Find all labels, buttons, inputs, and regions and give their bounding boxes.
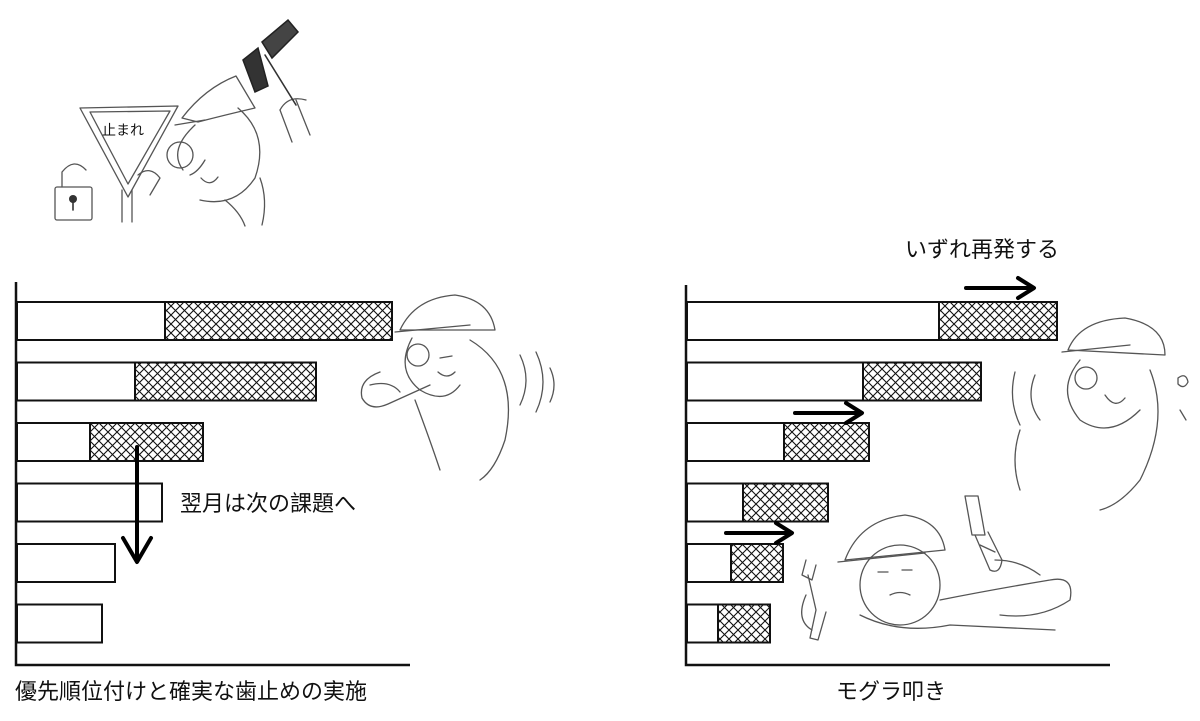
left-bar-1-hatched (164, 301, 393, 341)
right-bar-1 (686, 301, 940, 341)
stop-sign-icon: 止まれ (79, 105, 179, 223)
right-bar-2 (686, 361, 864, 402)
worker-crawling-illustration (801, 495, 1072, 641)
right-bar-1-hatched (938, 301, 1058, 341)
right-bar-4 (686, 482, 744, 523)
right-bar-5 (686, 543, 732, 583)
right-caption: モグラ叩き (836, 680, 946, 705)
left-chart: 翌月は次の課題へ 優先順位付けと確実な歯止めの実施 (14, 282, 410, 705)
left-bar-3 (16, 422, 91, 462)
left-annotation: 翌月は次の課題へ (180, 492, 356, 517)
right-bar-3 (686, 422, 785, 462)
left-bar-5 (16, 543, 116, 583)
left-bar-6 (16, 603, 103, 644)
worker-waving-illustration (360, 294, 555, 481)
left-caption: 優先順位付けと確実な歯止めの実施 (15, 680, 367, 705)
padlock-icon (54, 163, 93, 221)
right-bar-6 (686, 603, 719, 644)
left-bar-1 (16, 301, 166, 341)
left-bar-4 (16, 482, 163, 523)
right-chart-axis (684, 285, 1110, 667)
left-bar-2-hatched (134, 361, 317, 402)
right-bar-5-hatched (730, 543, 784, 583)
right-bar-4-hatched (742, 482, 829, 523)
worker-hammer-illustration: 止まれ (54, 18, 311, 227)
hammer-icon (242, 18, 300, 106)
right-chart: いずれ再発する モグラ叩き (684, 238, 1110, 705)
left-chart-axis (14, 282, 410, 667)
wrench-icon (801, 559, 827, 641)
worker-surprised-illustration (1011, 317, 1189, 511)
right-bar-6-hatched (717, 603, 771, 644)
right-annotation: いずれ再発する (905, 238, 1059, 263)
right-bar-3-hatched (783, 422, 870, 462)
left-chart-bars (16, 301, 393, 644)
left-bar-3-hatched (89, 422, 204, 462)
right-chart-bars (686, 301, 1058, 644)
right-bar-2-hatched (862, 361, 982, 402)
left-bar-2 (16, 361, 136, 402)
screwdriver-icon (964, 495, 1003, 572)
sign-text: 止まれ (102, 123, 144, 139)
